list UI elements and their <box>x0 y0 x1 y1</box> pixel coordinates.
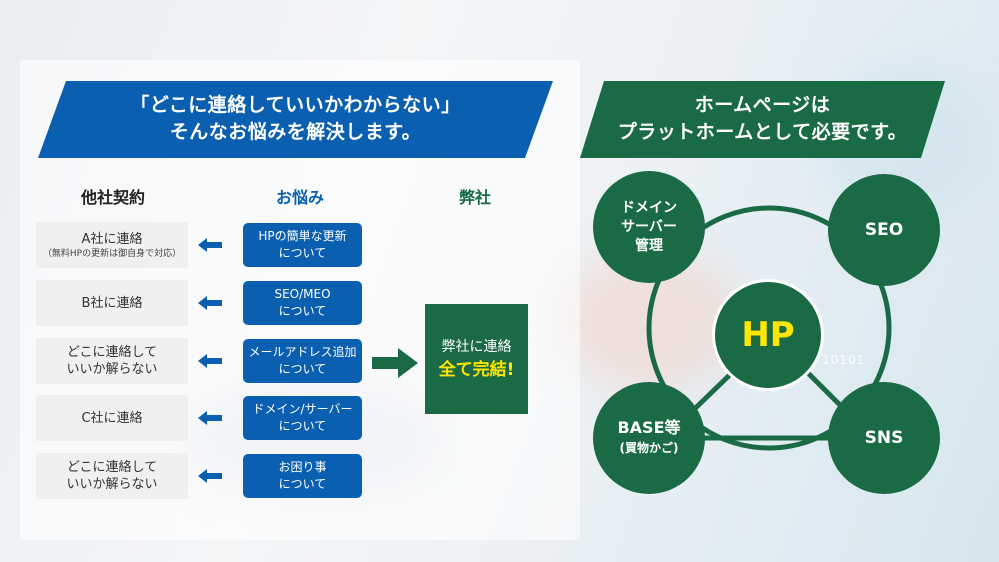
other-contract-box: どこに連絡して いいか解らない <box>36 338 188 384</box>
arrow-left-icon <box>198 238 222 252</box>
worry-label: SEO/MEO <box>274 287 331 301</box>
arrow-right-icon <box>372 348 418 378</box>
right-banner: ホームページは プラットホームとして必要です。 <box>580 81 945 158</box>
other-contract-label: どこに連絡して <box>66 345 158 360</box>
node-sns-label: SNS <box>864 428 904 448</box>
worry-box: SEO/MEO について <box>243 281 362 325</box>
node-domain-line1: ドメイン <box>621 199 677 216</box>
other-contract-label: どこに連絡して <box>66 460 158 475</box>
node-domain-line2: サーバー <box>621 218 677 235</box>
worry-box: メールアドレス追加 について <box>243 339 362 383</box>
right-banner-line1: ホームページは <box>694 94 831 116</box>
column-heading-worries: お悩み <box>275 188 324 207</box>
solution-box: 弊社に連絡 全て完結! <box>425 304 528 414</box>
arrow-left-icon <box>198 354 222 368</box>
solution-line1: 弊社に連絡 <box>441 339 512 355</box>
node-hp: HP <box>712 279 824 391</box>
worry-label: HPの簡単な更新 <box>258 229 347 243</box>
left-banner-line2: そんなお悩みを解決します。 <box>169 121 422 143</box>
node-domain-server: ドメイン サーバー 管理 <box>593 171 705 283</box>
left-banner: 「どこに連絡していいかわからない」 そんなお悩みを解決します。 <box>38 81 553 158</box>
other-contract-label-line2: いいか解らない <box>66 477 158 492</box>
worry-suffix: について <box>278 477 327 491</box>
worry-box: お困り事 について <box>243 454 362 498</box>
other-contract-label: B社に連絡 <box>81 295 143 311</box>
other-contract-label-line2: いいか解らない <box>66 362 158 377</box>
column-heading-our-company: 弊社 <box>458 188 491 207</box>
node-base-sub: (買物かご) <box>619 441 679 455</box>
other-contract-box: C社に連絡 <box>36 395 188 441</box>
right-banner-line2: プラットホームとして必要です。 <box>617 121 908 143</box>
other-contract-box: どこに連絡して いいか解らない <box>36 453 188 499</box>
other-contract-note: （無料HPの更新は御自身で対応） <box>42 248 182 259</box>
worry-label: メールアドレス追加 <box>248 345 357 359</box>
worry-suffix: について <box>278 304 327 318</box>
worry-suffix: について <box>278 246 327 260</box>
network-ring <box>646 205 892 451</box>
other-contract-label: A社に連絡 <box>81 231 143 247</box>
node-seo: SEO <box>828 174 940 286</box>
worry-label: お困り事 <box>278 460 327 474</box>
arrow-left-icon <box>198 296 222 310</box>
other-contract-box: B社に連絡 <box>36 280 188 326</box>
node-domain-line3: 管理 <box>635 237 663 254</box>
worry-suffix: について <box>278 362 327 376</box>
node-base-label: BASE等 <box>617 418 681 437</box>
other-contract-label: C社に連絡 <box>81 410 143 426</box>
solution-line2: 全て完結! <box>438 360 515 380</box>
worry-suffix: について <box>278 419 327 433</box>
left-banner-line1: 「どこに連絡していいかわからない」 <box>130 94 461 116</box>
column-heading-other-contracts: 他社契約 <box>80 188 145 207</box>
worry-box: HPの簡単な更新 について <box>243 223 362 267</box>
other-contract-box: A社に連絡 （無料HPの更新は御自身で対応） <box>36 222 188 268</box>
node-sns: SNS <box>828 382 940 494</box>
node-seo-label: SEO <box>864 220 904 240</box>
node-hp-label: HP <box>741 315 795 355</box>
worry-box: ドメイン/サーバー について <box>243 396 362 440</box>
arrow-left-icon <box>198 469 222 483</box>
node-base: BASE等 (買物かご) <box>593 382 705 494</box>
binary-decoration: 10101 <box>822 353 866 367</box>
worry-label: ドメイン/サーバー <box>252 402 353 416</box>
arrow-left-icon <box>198 411 222 425</box>
